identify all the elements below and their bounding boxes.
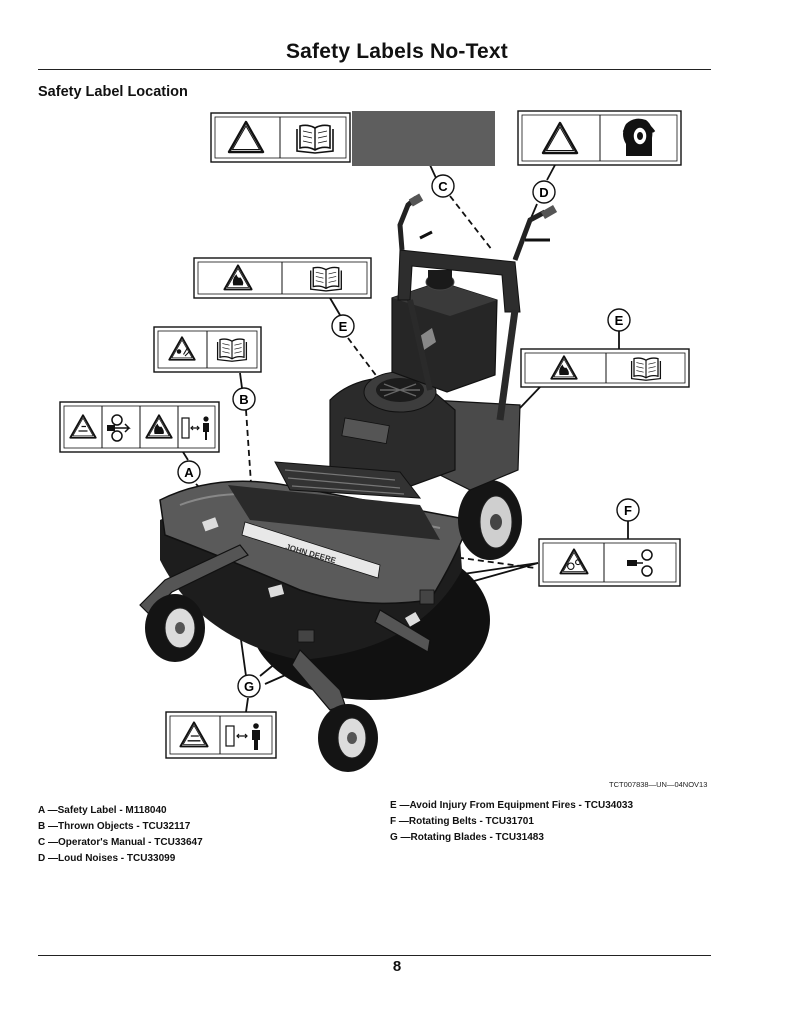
legend-item-e: E —Avoid Injury From Equipment Fires - T… bbox=[390, 800, 634, 811]
header-rule bbox=[38, 69, 711, 70]
callout-f: F bbox=[616, 498, 640, 522]
svg-text:E: E bbox=[615, 313, 624, 328]
svg-text:B: B bbox=[239, 392, 248, 407]
label-thrown-objects bbox=[153, 326, 262, 373]
figure-caption: TCT007838—UN—04NOV13 bbox=[609, 780, 708, 789]
rotating-blade-icon bbox=[627, 549, 653, 577]
svg-text:E: E bbox=[339, 319, 348, 334]
label-rotating-belts bbox=[538, 538, 681, 587]
mower-illustration: JOHN DEERE bbox=[139, 193, 558, 772]
fire-hazard-icon bbox=[550, 355, 578, 380]
callout-c: C bbox=[431, 174, 455, 198]
footer-rule bbox=[38, 955, 711, 956]
section-heading: Safety Label Location bbox=[38, 84, 188, 100]
legend-left: A —Safety Label - M118040 B —Thrown Obje… bbox=[38, 803, 203, 867]
legend-item-c: C —Operator's Manual - TCU33647 bbox=[38, 837, 203, 848]
legend-item-b: B —Thrown Objects - TCU32117 bbox=[38, 821, 191, 832]
fire-hazard-icon bbox=[145, 414, 173, 439]
callout-b: B bbox=[232, 387, 256, 411]
fire-hazard-icon bbox=[223, 264, 253, 291]
callout-e-left: E bbox=[331, 314, 355, 338]
svg-text:D: D bbox=[539, 185, 548, 200]
rotating-blade-icon bbox=[179, 721, 209, 748]
thrown-objects-icon bbox=[168, 336, 196, 361]
callout-g: G bbox=[237, 674, 261, 698]
svg-text:G: G bbox=[244, 679, 254, 694]
page-number: 8 bbox=[392, 958, 402, 975]
safety-label-figure: JOHN DEERE bbox=[59, 110, 690, 772]
callout-d: D bbox=[532, 180, 556, 204]
callout-e-right: E bbox=[607, 308, 631, 332]
label-equipment-fires-left bbox=[193, 257, 372, 299]
page-title: Safety Labels No-Text bbox=[285, 40, 509, 63]
svg-text:C: C bbox=[438, 179, 448, 194]
rotating-belt-icon bbox=[559, 548, 589, 575]
label-equipment-fires-right bbox=[520, 348, 690, 388]
keep-distance-icon bbox=[225, 723, 260, 750]
rotating-blade-icon bbox=[107, 414, 131, 442]
blank-label-panel bbox=[352, 111, 495, 166]
legend-item-f: F —Rotating Belts - TCU31701 bbox=[390, 816, 534, 827]
label-rotating-blades bbox=[165, 711, 277, 759]
label-loud-noises bbox=[517, 110, 682, 166]
svg-text:F: F bbox=[624, 503, 632, 518]
callout-markers: C D E E B A F G bbox=[177, 174, 640, 698]
legend-right: E —Avoid Injury From Equipment Fires - T… bbox=[390, 798, 633, 846]
legend-item-a: A —Safety Label - M118040 bbox=[38, 805, 167, 816]
svg-text:A: A bbox=[184, 465, 194, 480]
hearing-protection-icon bbox=[622, 118, 656, 156]
legend-item-g: G —Rotating Blades - TCU31483 bbox=[390, 832, 544, 843]
thrown-objects-icon bbox=[69, 414, 97, 439]
keep-distance-icon bbox=[181, 416, 209, 440]
callout-a: A bbox=[177, 460, 201, 484]
label-operators-manual bbox=[210, 112, 351, 163]
legend-item-d: D —Loud Noises - TCU33099 bbox=[38, 853, 176, 864]
label-safety-label bbox=[59, 401, 220, 453]
